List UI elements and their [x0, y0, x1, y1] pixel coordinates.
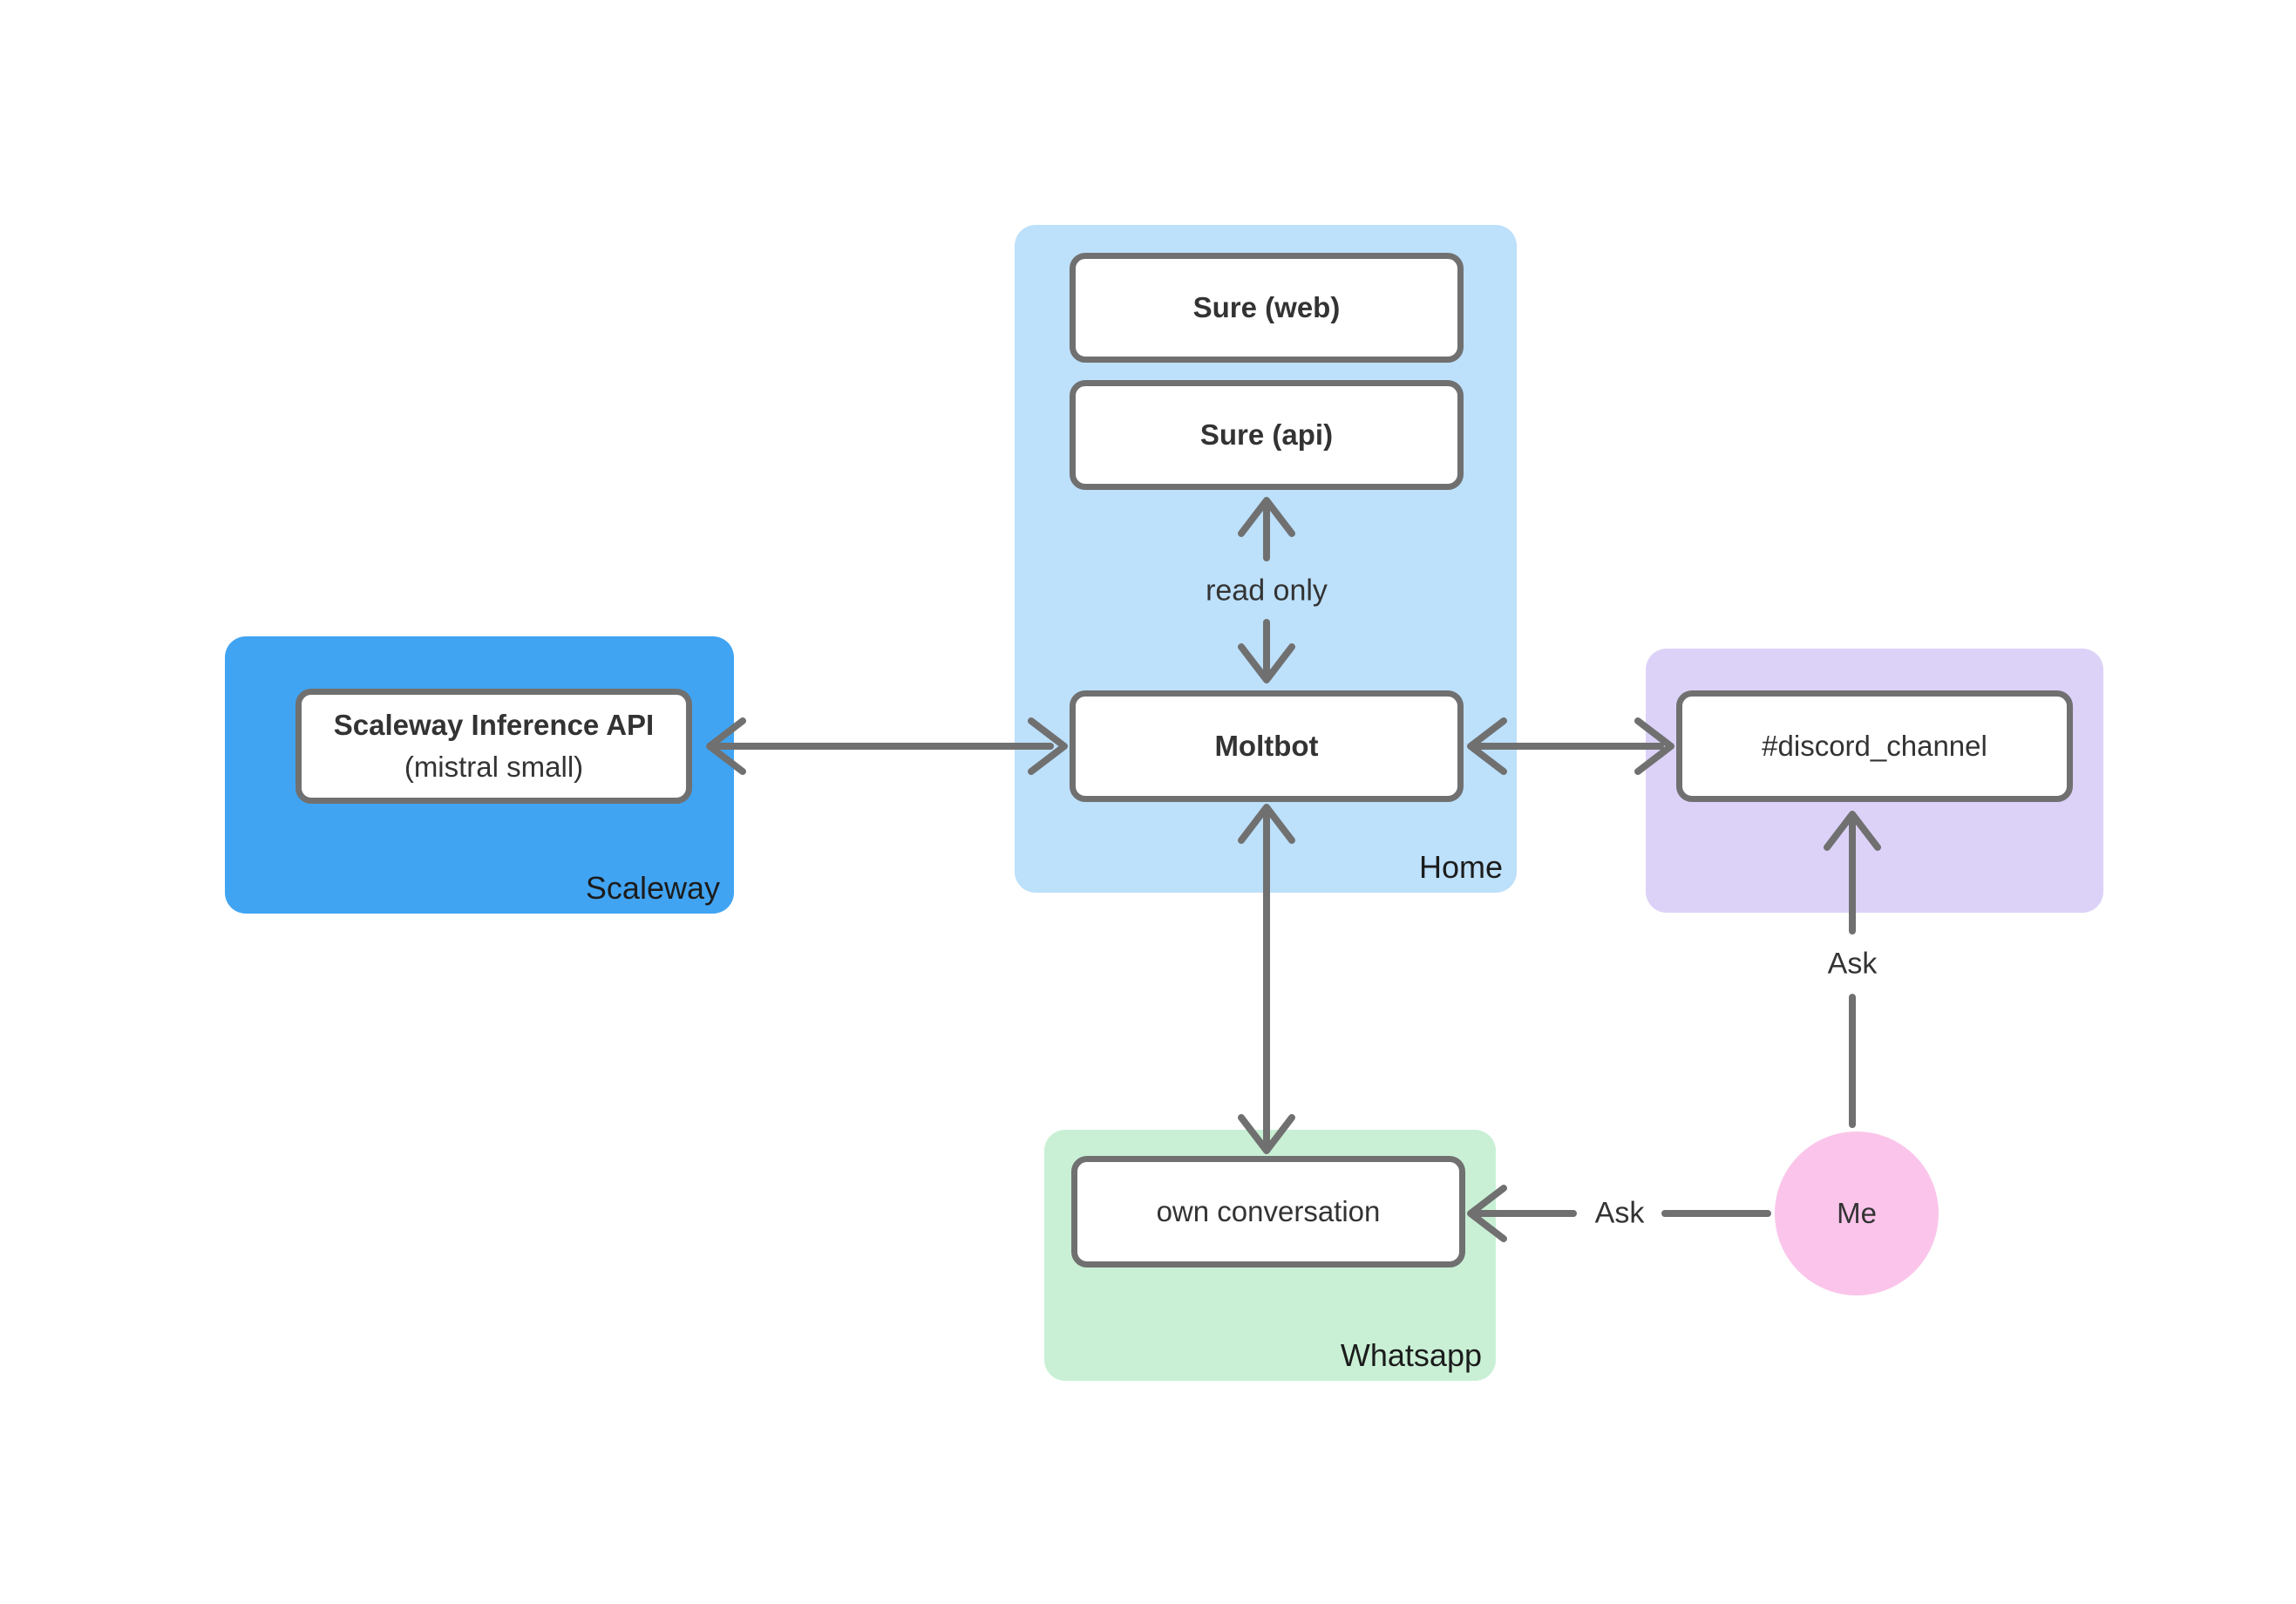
node-moltbot: Moltbot	[1070, 690, 1464, 802]
container-scaleway-label: Scaleway	[585, 870, 720, 906]
node-discord-channel: #discord_channel	[1676, 690, 2073, 802]
edge-sureapi-readonly-up	[1238, 497, 1295, 561]
container-home-label: Home	[1418, 849, 1503, 885]
arrowhead-left-icon	[1467, 717, 1507, 775]
node-sure-web: Sure (web)	[1070, 253, 1464, 363]
arrowhead-up-icon	[1238, 497, 1295, 537]
edge-moltbot-readonly-down	[1238, 619, 1295, 683]
node-me: Me	[1775, 1132, 1939, 1295]
arrowhead-right-icon	[1028, 717, 1068, 775]
node-sure-web-label: Sure (web)	[1192, 291, 1341, 323]
node-discord-channel-label: #discord_channel	[1762, 730, 1987, 762]
arrowhead-left-icon	[706, 717, 746, 775]
edge-scaleway-moltbot	[706, 717, 1068, 775]
node-scaleway-inference-api-title: Scaleway Inference API	[333, 709, 655, 741]
edge-me-discord	[1824, 811, 1881, 1128]
node-sure-api: Sure (api)	[1070, 380, 1464, 490]
node-moltbot-label: Moltbot	[1214, 730, 1319, 762]
edge-moltbot-ownconversation	[1238, 804, 1295, 1154]
edge-moltbot-discord	[1467, 717, 1674, 775]
arrowhead-up-icon	[1238, 804, 1295, 844]
arrowhead-down-icon	[1238, 643, 1295, 683]
edge-label-ask-discord: Ask	[1827, 947, 1878, 981]
node-own-conversation-label: own conversation	[1156, 1195, 1381, 1227]
node-scaleway-inference-api: Scaleway Inference API (mistral small)	[295, 689, 692, 804]
edge-me-ownconversation	[1467, 1185, 1771, 1242]
node-own-conversation: own conversation	[1071, 1156, 1465, 1268]
container-whatsapp-label: Whatsapp	[1340, 1337, 1482, 1373]
arrowhead-up-icon	[1824, 811, 1881, 851]
node-scaleway-inference-api-subtitle: (mistral small)	[404, 751, 584, 783]
edge-label-ask-whatsapp: Ask	[1594, 1196, 1645, 1230]
arrowhead-right-icon	[1634, 717, 1674, 775]
edge-label-read-only: read only	[1206, 574, 1328, 608]
node-sure-api-label: Sure (api)	[1199, 418, 1334, 451]
arrowhead-left-icon	[1467, 1185, 1507, 1242]
arrowhead-down-icon	[1238, 1114, 1295, 1154]
node-me-label: Me	[1837, 1197, 1877, 1229]
